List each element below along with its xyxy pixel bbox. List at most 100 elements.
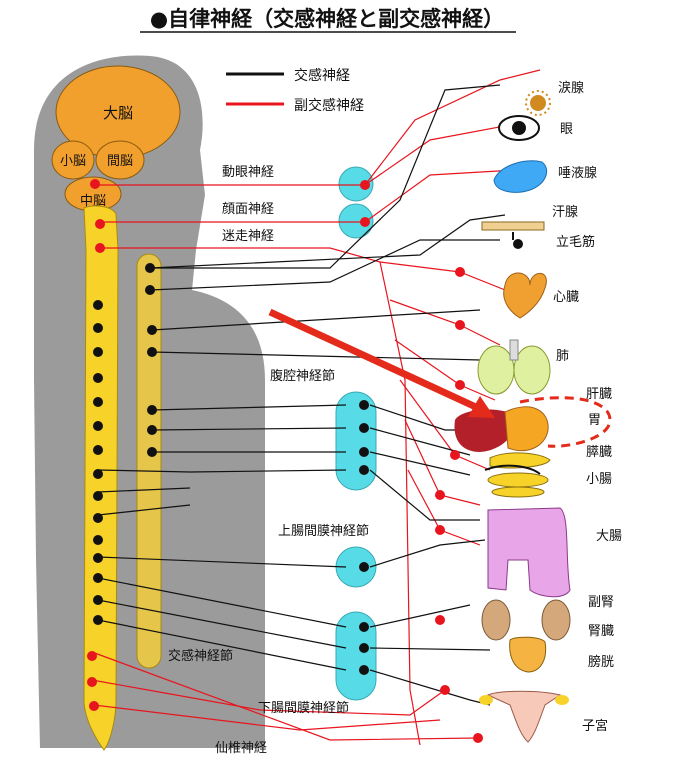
facial-ganglion bbox=[338, 203, 374, 239]
sympathetic-trunk-label: 交感神経節 bbox=[168, 648, 233, 664]
legend-parasympathetic-label: 副交感神経 bbox=[294, 97, 364, 114]
celiac-ganglion-label: 腹腔神経節 bbox=[270, 368, 335, 384]
highlight-arrow bbox=[268, 308, 495, 418]
sweat-gland-icon bbox=[481, 221, 545, 249]
chain-neuron bbox=[147, 405, 157, 415]
ganglion-neuron bbox=[359, 465, 369, 475]
spinal-neuron bbox=[93, 513, 103, 523]
ganglion-neuron bbox=[359, 562, 369, 572]
sacral-nerve-label: 仙椎神経 bbox=[215, 741, 267, 756]
eye-icon bbox=[498, 115, 540, 141]
organ-neuron bbox=[455, 267, 465, 277]
spinal-neuron bbox=[93, 573, 103, 583]
sympathetic-trunk bbox=[136, 253, 162, 669]
legend: 交感神経 副交感神経 bbox=[226, 67, 364, 114]
superior-mesenteric-ganglion-label: 上腸間膜神経節 bbox=[278, 524, 369, 539]
chain-neuron bbox=[147, 347, 157, 357]
spinal-neuron bbox=[89, 701, 99, 711]
spinal-neuron bbox=[93, 445, 103, 455]
large-intestine-label: 大腸 bbox=[596, 529, 622, 544]
diencephalon bbox=[95, 140, 145, 180]
spinal-neuron bbox=[93, 347, 103, 357]
organ-neuron bbox=[435, 525, 445, 535]
chain-neuron bbox=[145, 285, 155, 295]
vagus-nerve-label: 迷走神経 bbox=[222, 229, 274, 244]
ganglion-neuron bbox=[360, 217, 370, 227]
spinal-neuron bbox=[93, 615, 103, 625]
spinal-neuron bbox=[93, 397, 103, 407]
organ-neuron bbox=[473, 733, 483, 743]
celiac-ganglion bbox=[335, 391, 377, 491]
spinal-neuron bbox=[95, 219, 105, 229]
cerebellum-label: 小脳 bbox=[60, 154, 86, 169]
chain-neuron bbox=[147, 447, 157, 457]
spinal-neuron bbox=[93, 553, 103, 563]
oculomotor-nerve-label: 動眼神経 bbox=[222, 165, 274, 180]
uterus-label: 子宮 bbox=[582, 718, 608, 734]
spinal-neuron bbox=[93, 469, 103, 479]
pancreas-icon bbox=[484, 452, 551, 475]
adrenal-kidney-icon bbox=[481, 599, 571, 641]
chain-neurons bbox=[145, 263, 157, 457]
ganglion-neurons bbox=[359, 180, 370, 675]
pancreas-label: 膵臓 bbox=[586, 445, 612, 460]
inferior-mesenteric-ganglion-label: 下腸間膜神経節 bbox=[258, 701, 349, 716]
organ-neuron bbox=[435, 615, 445, 625]
heart-label: 心臓 bbox=[553, 290, 579, 305]
cerebellum bbox=[51, 140, 95, 180]
spinal-neuron bbox=[90, 179, 100, 189]
salivary-gland-icon bbox=[493, 160, 548, 193]
organ-neuron bbox=[435, 490, 445, 500]
lacrimal-gland-icon bbox=[525, 90, 551, 116]
lacrimal-label: 涙腺 bbox=[558, 80, 584, 96]
stomach-label: 胃 bbox=[588, 413, 601, 428]
bladder-label: 膀胱 bbox=[588, 654, 614, 670]
diencephalon-label: 間脳 bbox=[107, 154, 133, 169]
chain-neuron bbox=[147, 325, 157, 335]
small-intestine-icon bbox=[487, 472, 549, 498]
spinal-neuron bbox=[93, 535, 103, 545]
oculomotor-ganglion bbox=[338, 166, 374, 202]
salivary-label: 唾液腺 bbox=[558, 166, 597, 181]
arrector-label: 立毛筋 bbox=[556, 234, 595, 250]
midbrain-label: 中脳 bbox=[80, 194, 106, 209]
large-intestine-icon bbox=[487, 507, 571, 598]
legend-sympathetic-label: 交感神経 bbox=[294, 67, 350, 84]
ganglion-neuron bbox=[359, 622, 369, 632]
ganglion-neuron bbox=[359, 643, 369, 653]
spinal-neurons bbox=[87, 179, 105, 711]
spinal-neuron bbox=[93, 300, 103, 310]
uterus-icon bbox=[479, 690, 569, 743]
ganglion-neuron bbox=[359, 423, 369, 433]
cerebrum-label: 大脳 bbox=[103, 104, 133, 122]
lung-icon bbox=[477, 339, 551, 395]
ganglion-neuron bbox=[359, 447, 369, 457]
heart-icon bbox=[503, 272, 547, 319]
liver-label: 肝臓 bbox=[586, 387, 612, 402]
adrenal-label: 副腎 bbox=[588, 595, 614, 610]
spinal-neuron bbox=[93, 421, 103, 431]
spinal-neuron bbox=[93, 323, 103, 333]
spinal-neuron bbox=[93, 595, 103, 605]
organ-neurons bbox=[435, 267, 483, 743]
eye-label: 眼 bbox=[560, 122, 573, 137]
chain-neuron bbox=[147, 425, 157, 435]
parasympathetic-fibers bbox=[91, 69, 541, 746]
ganglion-neuron bbox=[359, 400, 369, 410]
spinal-neuron bbox=[87, 651, 97, 661]
lung-label: 肺 bbox=[556, 349, 569, 364]
sweat-label: 汗腺 bbox=[552, 205, 578, 220]
organs bbox=[454, 90, 571, 743]
ganglion-neuron bbox=[359, 665, 369, 675]
chain-neuron bbox=[145, 263, 155, 273]
diagram-title: ●自律神経（交感神経と副交感神経） bbox=[150, 7, 504, 31]
spinal-neuron bbox=[93, 373, 103, 383]
spinal-cord bbox=[83, 205, 119, 751]
organ-neuron bbox=[440, 685, 450, 695]
ganglion-neuron bbox=[360, 180, 370, 190]
spinal-neuron bbox=[95, 243, 105, 253]
organ-neuron bbox=[455, 380, 465, 390]
bladder-icon bbox=[509, 636, 547, 673]
organ-neuron bbox=[455, 320, 465, 330]
